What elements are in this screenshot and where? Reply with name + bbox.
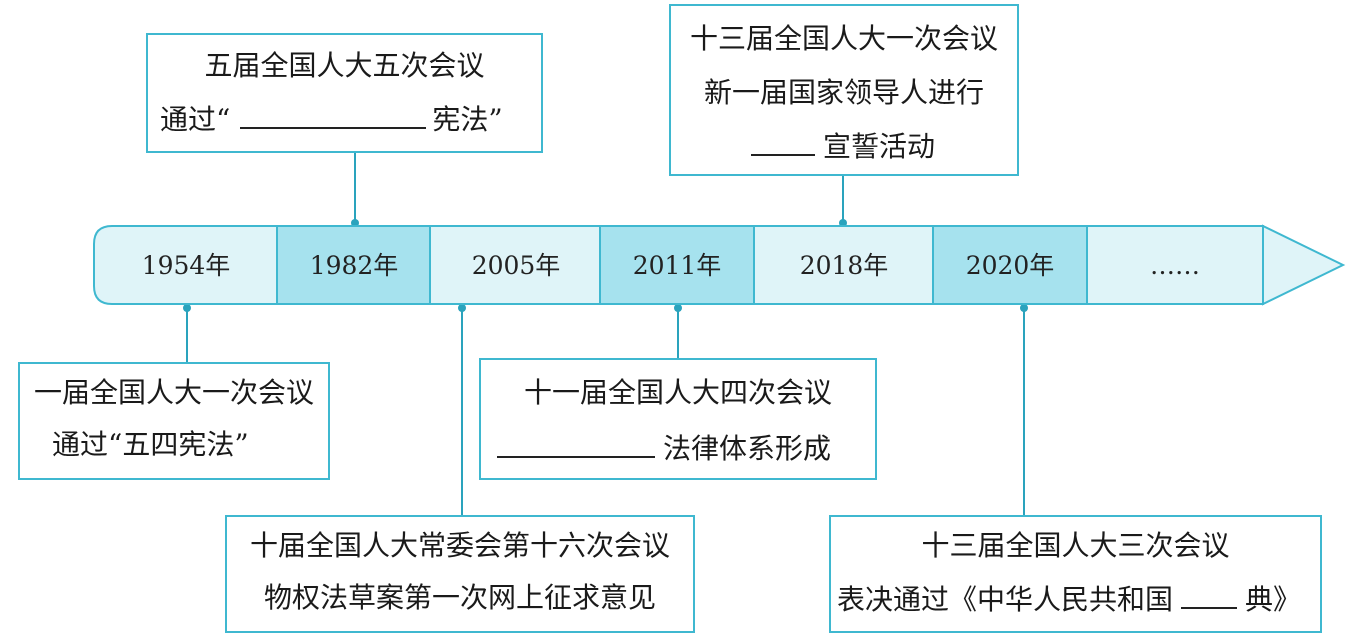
year-2018: 2018年	[800, 251, 889, 280]
ellipsis-label: ……	[1150, 251, 1200, 280]
event-2011-line2: 法律体系形成	[497, 430, 831, 466]
event-card-2011: 十一届全国人大四次会议 法律体系形成	[479, 358, 877, 480]
answer-blank[interactable]	[497, 430, 655, 458]
event-1982-line2: 通过“宪法”	[160, 101, 503, 136]
year-2020: 2020年	[966, 251, 1055, 280]
answer-blank[interactable]	[751, 128, 815, 156]
event-2018-line2: 新一届国家领导人进行	[703, 76, 984, 109]
event-2011-line1: 十一届全国人大四次会议	[523, 376, 832, 409]
event-card-2018: 十三届全国人大一次会议 新一届国家领导人进行 宣誓活动	[669, 4, 1019, 176]
year-1982: 1982年	[310, 251, 399, 280]
segment-more	[1086, 225, 1264, 305]
event-2020-line1: 十三届全国人大三次会议	[921, 529, 1230, 562]
segment-2020	[932, 225, 1088, 305]
year-2005: 2005年	[472, 251, 561, 280]
event-1954-line1: 一届全国人大一次会议	[33, 376, 314, 409]
segment-1954	[93, 225, 278, 305]
event-2018-line3: 宣誓活动	[751, 128, 935, 164]
segment-1982	[276, 225, 431, 305]
segment-2005	[429, 225, 601, 305]
event-card-2005: 十届全国人大常委会第十六次会议 物权法草案第一次网上征求意见	[225, 515, 695, 633]
segment-2018	[753, 225, 934, 305]
event-1954-line2: 通过“五四宪法”	[52, 428, 249, 461]
event-2005-line2: 物权法草案第一次网上征求意见	[263, 581, 656, 614]
answer-blank[interactable]	[1181, 581, 1238, 609]
event-card-1982: 五届全国人大五次会议 通过“宪法”	[146, 33, 543, 153]
event-card-2020: 十三届全国人大三次会议 表决通过《中华人民共和国典》	[829, 515, 1322, 633]
event-2020-line2: 表决通过《中华人民共和国典》	[837, 581, 1302, 616]
arrow-head	[1262, 224, 1346, 306]
event-2018-line1: 十三届全国人大一次会议	[689, 22, 998, 55]
event-2005-line1: 十届全国人大常委会第十六次会议	[249, 529, 670, 562]
event-card-1954: 一届全国人大一次会议 通过“五四宪法”	[18, 362, 330, 480]
year-2011: 2011年	[633, 251, 722, 280]
segment-2011	[599, 225, 755, 305]
year-1954: 1954年	[142, 251, 231, 280]
answer-blank[interactable]	[240, 101, 427, 129]
event-1982-line1: 五届全国人大五次会议	[204, 49, 485, 82]
